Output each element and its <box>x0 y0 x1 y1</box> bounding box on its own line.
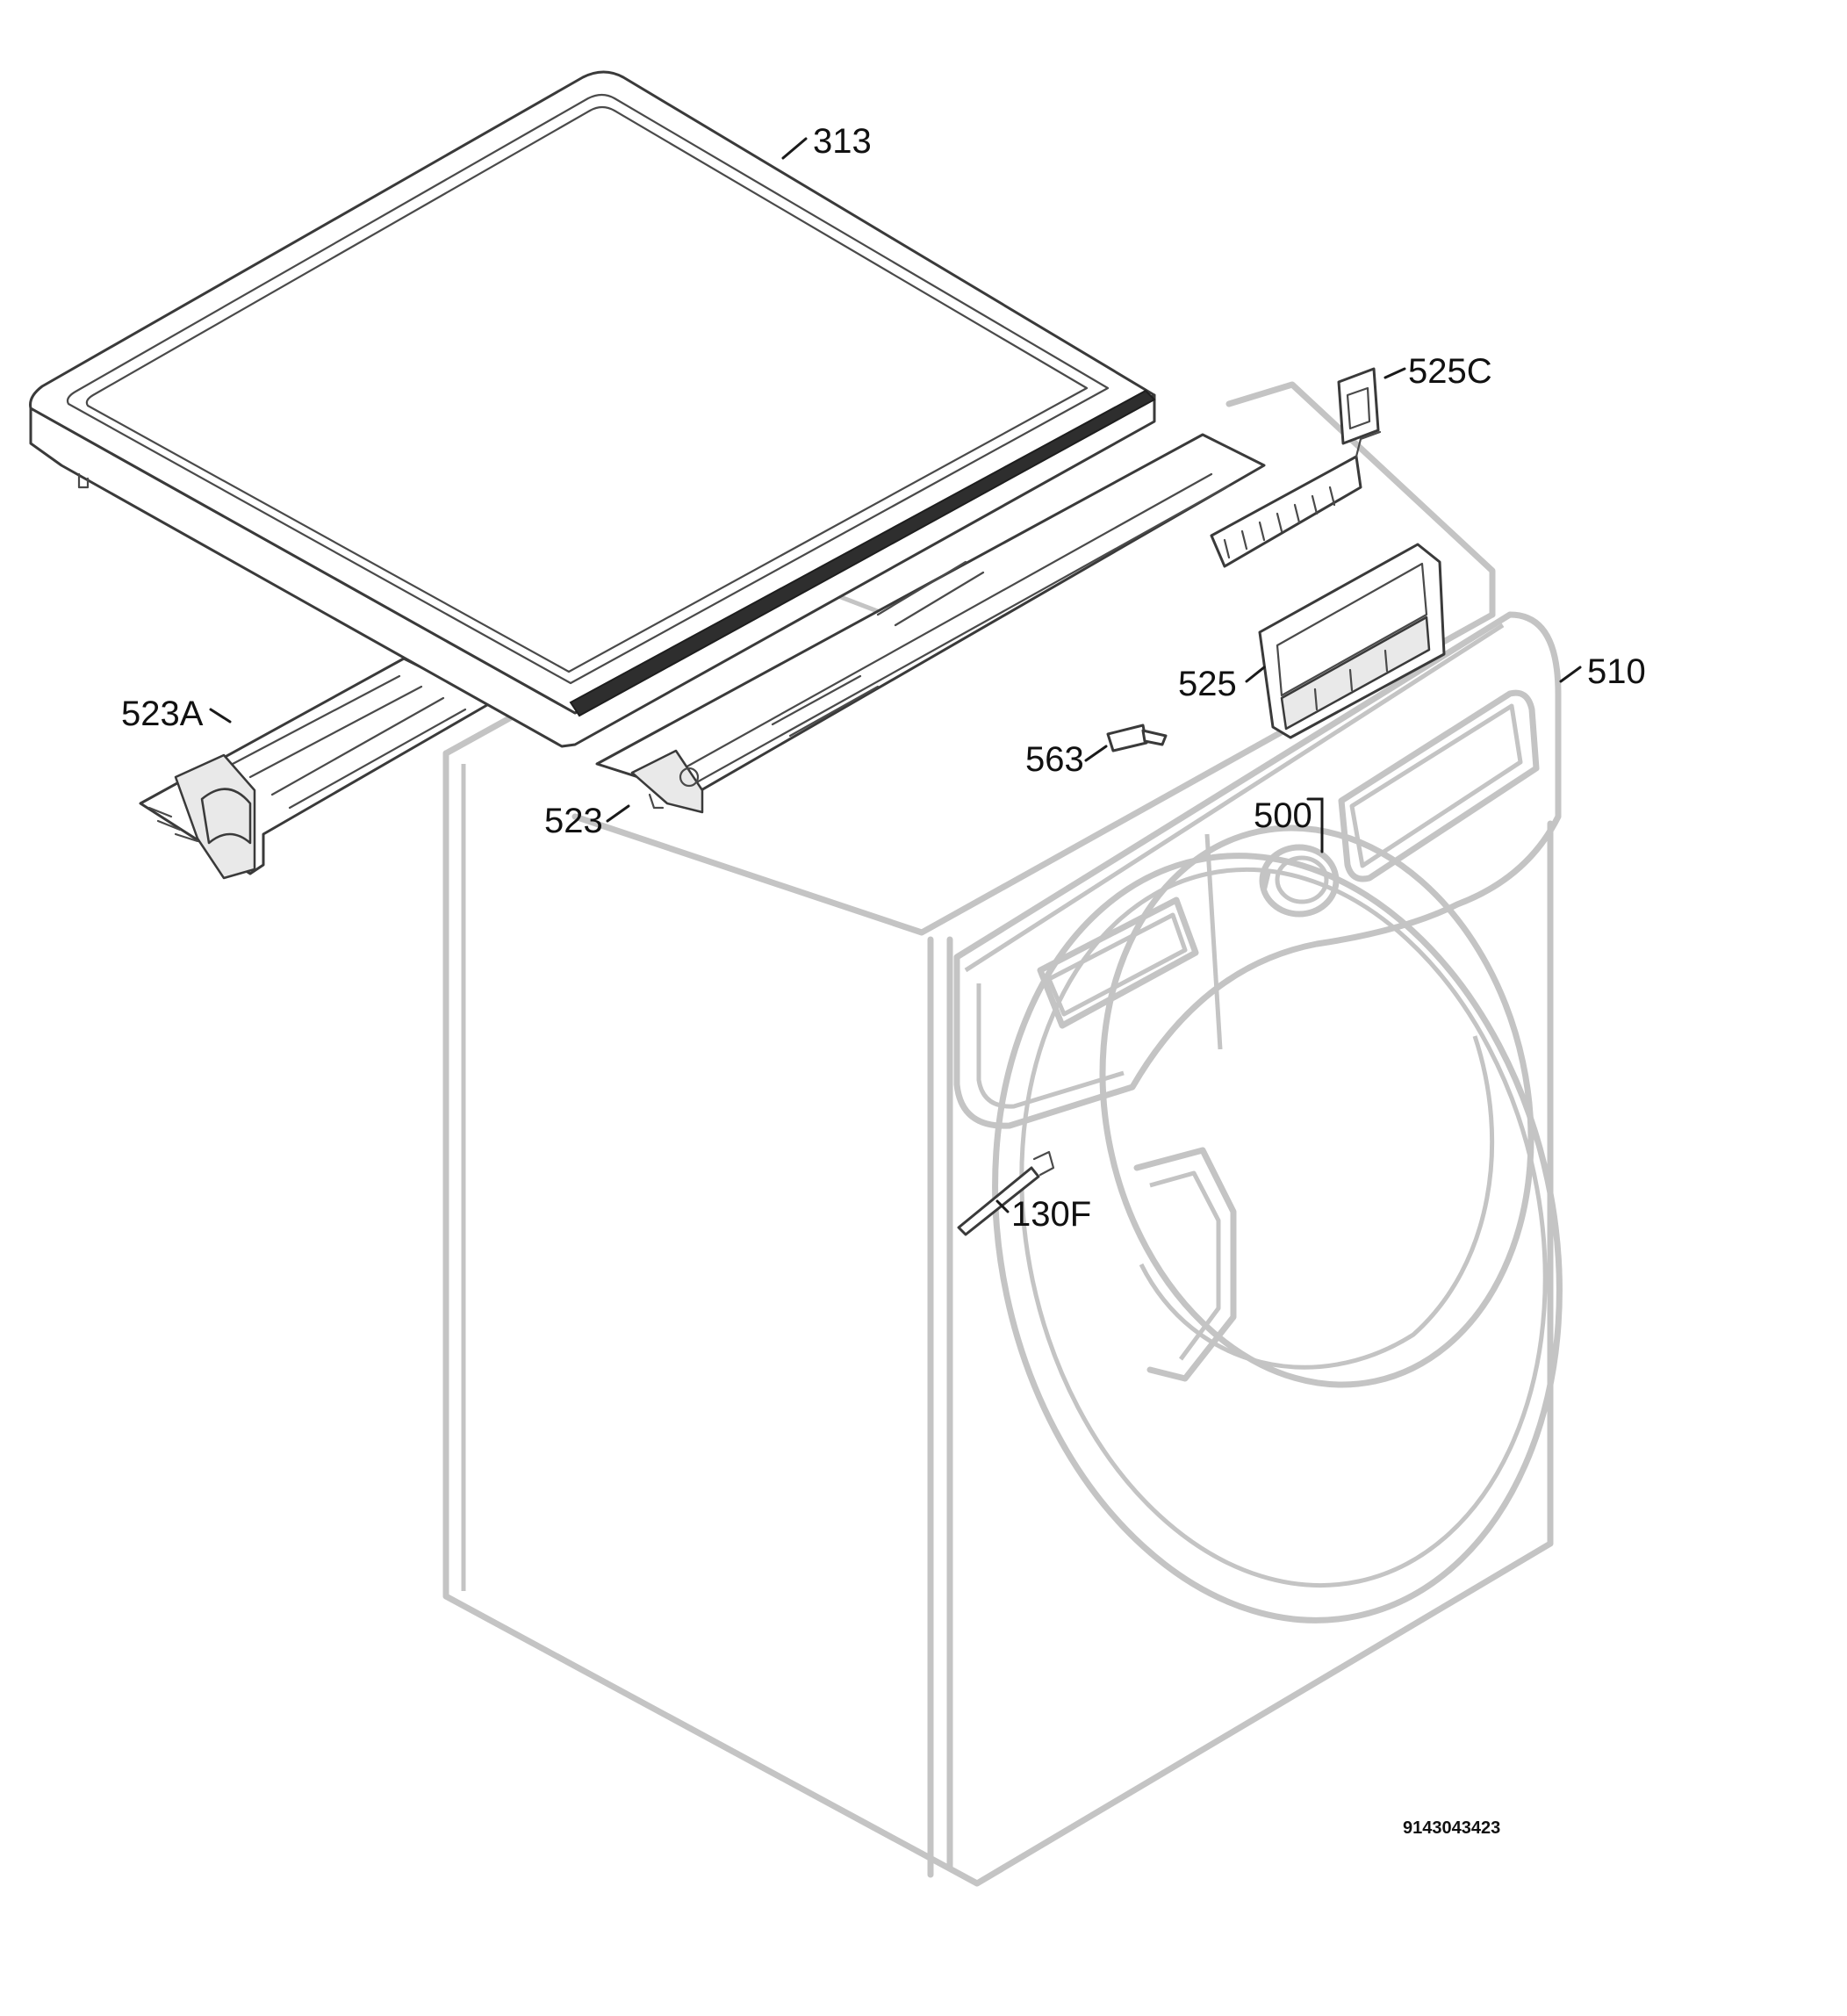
reference-number: 9143043423 <box>1403 1818 1500 1838</box>
callout-500: 500 <box>1254 796 1312 835</box>
rear-top-rail <box>595 433 1266 814</box>
callout-563: 563 <box>1025 740 1084 779</box>
callout-525C: 525C <box>1408 352 1492 391</box>
callout-130F: 130F <box>1011 1195 1091 1234</box>
control-panel-fascia <box>953 611 1562 1129</box>
small-pin <box>1106 724 1168 752</box>
connector-board <box>1210 367 1382 568</box>
worktop-lid <box>29 70 1156 748</box>
selector-knob <box>1259 844 1340 918</box>
callout-525: 525 <box>1178 665 1237 703</box>
display-module <box>1258 543 1446 739</box>
callout-523A: 523A <box>121 695 204 733</box>
left-top-rail <box>139 657 493 880</box>
callout-labels: 313 525C 510 525 523A 563 523 500 130F 9… <box>121 122 1646 1838</box>
callout-leaders <box>209 137 1582 1213</box>
callout-510: 510 <box>1587 652 1646 691</box>
callout-313: 313 <box>813 122 872 161</box>
callout-523: 523 <box>544 802 603 840</box>
